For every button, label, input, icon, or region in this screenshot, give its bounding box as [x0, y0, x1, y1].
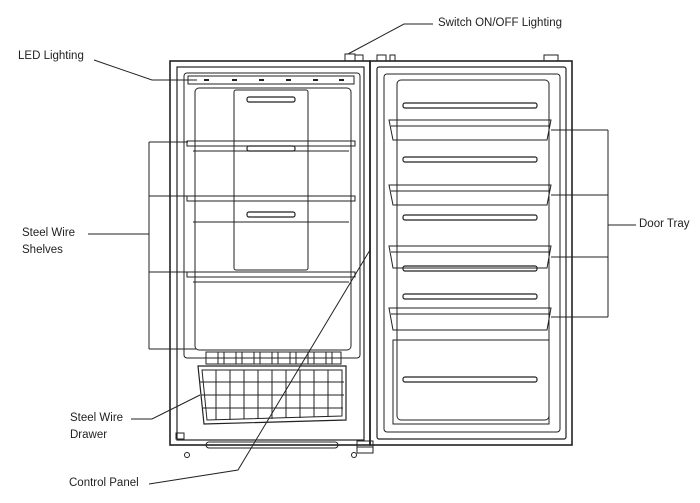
label-led-lighting: LED Lighting	[18, 50, 84, 62]
label-steel-wire-drawer-line2: Drawer	[70, 429, 108, 441]
door	[369, 60, 573, 446]
label-steel-wire-drawer: Steel Wire Drawer	[70, 410, 123, 444]
interior-liner	[194, 87, 352, 351]
label-steel-wire-shelves-line2: Shelves	[22, 244, 63, 256]
label-door-tray: Door Tray	[639, 218, 690, 230]
callout-lines	[88, 23, 636, 485]
label-steel-wire-shelves-line1: Steel Wire	[22, 227, 76, 239]
door-inner-bars	[402, 102, 538, 383]
led-light-strip	[187, 75, 355, 85]
label-steel-wire-shelves: Steel Wire Shelves	[22, 225, 75, 259]
steel-wire-drawer	[197, 365, 347, 425]
label-switch-on-off-lighting: Switch ON/OFF Lighting	[438, 17, 562, 29]
door-hinges	[344, 53, 559, 62]
door-trays	[388, 119, 552, 425]
label-control-panel: Control Panel	[69, 477, 139, 489]
cabinet-base	[175, 432, 374, 458]
label-steel-wire-drawer-line1: Steel Wire	[70, 412, 124, 424]
center-panel	[233, 89, 309, 271]
vent-grille	[205, 351, 342, 365]
